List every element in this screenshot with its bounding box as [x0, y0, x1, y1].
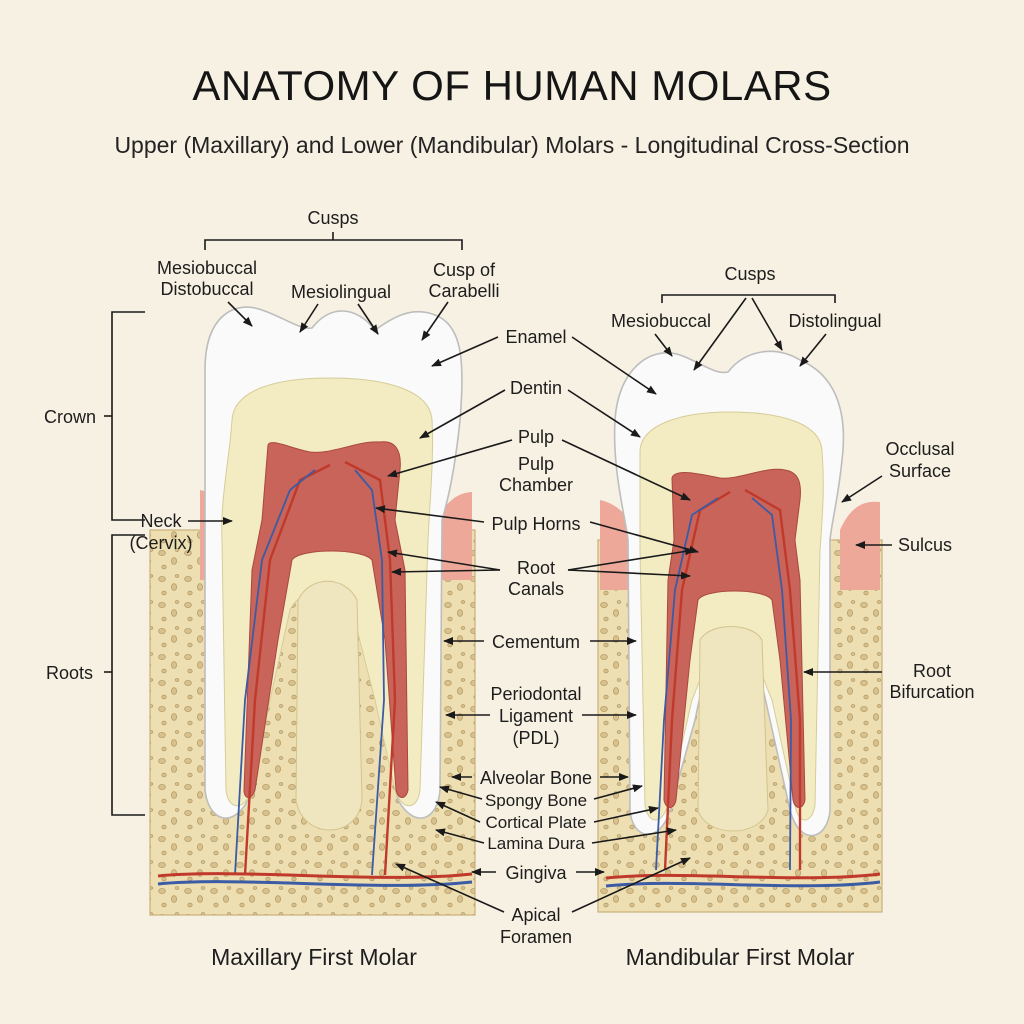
label-apical-foramen-line2: Foramen — [499, 927, 573, 947]
label-lamina-dura: Lamina Dura — [487, 834, 585, 853]
leader-pulp-right — [561, 439, 691, 501]
leader-spongy-right — [593, 784, 643, 800]
gingiva-right-distal — [840, 501, 880, 590]
vessel-band-left-blue — [157, 880, 473, 887]
label-mesiobuccal-left: Mesiobuccal — [156, 258, 258, 278]
label-distobuccal-left: Distobuccal — [160, 279, 254, 299]
label-enamel: Enamel — [505, 327, 567, 347]
leader-lines — [188, 297, 892, 913]
diagram-subtitle: Upper (Maxillary) and Lower (Mandibular)… — [114, 132, 910, 158]
label-dentin: Dentin — [509, 378, 563, 398]
label-root-canals-line2: Canals — [507, 579, 565, 599]
label-mesiobuccal-right: Mesiobuccal — [610, 311, 712, 331]
label-bifurcation-line1: Root — [912, 661, 952, 681]
label-pulp-horns: Pulp Horns — [491, 514, 581, 534]
leader-pulp-horns-left — [375, 505, 485, 523]
cusps-bracket-left — [204, 239, 463, 250]
label-alveolar-bone: Alveolar Bone — [479, 768, 593, 788]
pulp-right — [663, 468, 806, 808]
vein-left-1 — [234, 469, 316, 876]
vessel-band-right-blue — [605, 880, 881, 888]
pulp-left — [243, 441, 409, 798]
leader-cusps-right-2 — [751, 297, 783, 351]
brackets — [104, 232, 836, 816]
leader-cortical-right — [593, 806, 659, 823]
label-occlusal-line2: Surface — [888, 461, 952, 481]
leader-lamina-left — [435, 828, 485, 844]
leader-root-canals-left-1 — [387, 549, 501, 571]
label-pdl-line1: Periodontal — [490, 684, 582, 704]
leader-mesiobuccal-right — [654, 333, 673, 357]
leader-cusps-right-1 — [693, 297, 747, 371]
label-apical-foramen-line1: Apical — [511, 905, 561, 925]
label-crown: Crown — [44, 407, 97, 427]
label-distolingual: Distolingual — [788, 311, 882, 331]
leader-mesiobuccal-left — [227, 301, 253, 327]
label-cusps-right: Cusps — [724, 264, 776, 284]
label-spongy-bone: Spongy Bone — [484, 791, 588, 810]
leader-occlusal — [841, 475, 883, 503]
leader-enamel-right — [571, 336, 657, 395]
vein-right-1 — [655, 497, 719, 871]
label-pulp-chamber-line2: Chamber — [498, 475, 574, 495]
mandibular-molar-illustration — [597, 350, 883, 913]
label-bifurcation-line2: Bifurcation — [889, 682, 975, 702]
vein-right-2 — [751, 497, 792, 871]
root-core-left — [295, 580, 363, 831]
leader-dentin-right — [567, 389, 641, 438]
label-cementum: Cementum — [491, 632, 581, 652]
label-neck-line1: Neck — [140, 511, 182, 531]
crown-bracket — [111, 311, 145, 521]
leader-mesiolingual-left-2 — [357, 303, 379, 335]
caption-mandibular-first-molar: Mandibular First Molar — [625, 944, 855, 970]
label-carabelli-line2: Carabelli — [428, 281, 500, 301]
artery-right-2 — [744, 488, 802, 870]
label-cortical-plate: Cortical Plate — [485, 813, 587, 832]
label-roots: Roots — [46, 663, 94, 683]
label-gingiva: Gingiva — [505, 863, 567, 883]
leader-cortical-left — [435, 801, 481, 823]
leader-pulp-horns-right — [589, 521, 699, 554]
leader-distolingual — [799, 333, 827, 367]
label-cusps-left: Cusps — [307, 208, 359, 228]
leader-apical-right — [571, 857, 691, 913]
root-core-right — [697, 626, 769, 832]
artery-left-2 — [344, 460, 397, 876]
leader-root-canals-right-1 — [567, 547, 695, 571]
leader-pulp-left — [387, 439, 513, 478]
leader-mesiolingual-left-1 — [299, 303, 319, 333]
label-occlusal-line1: Occlusal — [885, 439, 955, 459]
vein-left-2 — [354, 469, 385, 876]
label-root-canals-line1: Root — [516, 558, 556, 578]
caption-maxillary-first-molar: Maxillary First Molar — [211, 944, 417, 970]
label-neck-line2: (Cervix) — [129, 533, 193, 553]
label-mesiolingual-left: Mesiolingual — [290, 282, 392, 302]
label-pdl-line2: Ligament — [498, 706, 574, 726]
leader-apical-left — [395, 863, 505, 913]
label-pulp-chamber-line1: Pulp — [517, 454, 555, 474]
label-carabelli-line1: Cusp of — [432, 260, 496, 280]
leader-lamina-right — [591, 827, 677, 844]
diagram-title: ANATOMY OF HUMAN MOLARS — [192, 62, 832, 109]
label-sulcus: Sulcus — [898, 535, 953, 555]
leader-root-canals-left-2 — [391, 567, 501, 576]
maxillary-molar-illustration — [149, 306, 476, 916]
leader-dentin-left — [419, 389, 506, 439]
label-pulp: Pulp — [517, 427, 555, 447]
leader-spongy-left — [439, 785, 483, 800]
leader-carabelli — [421, 301, 449, 341]
vessel-band-right-red — [605, 872, 881, 880]
leader-enamel-left — [431, 336, 499, 367]
leader-root-canals-right-2 — [567, 569, 691, 580]
vessel-band-left-red — [157, 872, 473, 879]
cusps-bracket-right — [661, 294, 836, 303]
roots-bracket — [111, 534, 145, 816]
label-pdl-line3: (PDL) — [512, 728, 560, 748]
